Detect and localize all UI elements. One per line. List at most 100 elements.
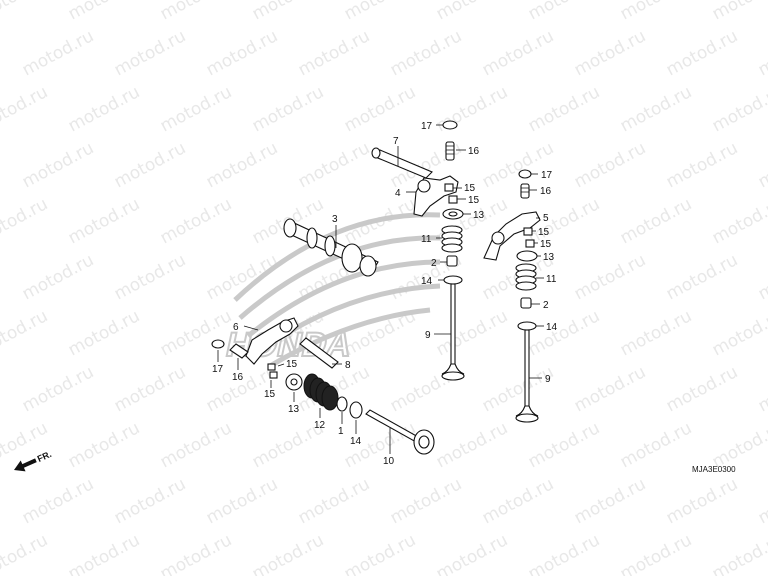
callout-12: 12 <box>314 420 326 431</box>
callout-1: 1 <box>338 426 344 437</box>
watermark-text: motod.ru <box>341 82 419 136</box>
part-17-nut[interactable] <box>518 169 532 179</box>
diagram-code: MJA3E0300 <box>692 465 736 474</box>
callout-7: 7 <box>393 136 399 147</box>
callout-10: 10 <box>383 456 395 467</box>
watermark-text: motod.ru <box>617 306 695 360</box>
part-15-cotter[interactable] <box>523 227 533 236</box>
watermark-text: motod.ru <box>111 362 189 416</box>
part-14-spring-seat[interactable] <box>517 321 537 331</box>
part-11-valve-spring[interactable] <box>441 225 463 253</box>
watermark-text: motod.ru <box>19 26 97 80</box>
watermark-text: motod.ru <box>755 26 768 80</box>
watermark-text: motod.ru <box>0 82 51 136</box>
watermark-text: motod.ru <box>295 26 373 80</box>
part-11-valve-spring[interactable] <box>515 263 537 291</box>
callout-2: 2 <box>543 300 549 311</box>
watermark-text: motod.ru <box>525 0 603 24</box>
watermark-text: motod.ru <box>65 530 143 576</box>
part-2-stem-seal[interactable] <box>446 255 458 267</box>
watermark-text: motod.ru <box>0 306 51 360</box>
callout-15: 15 <box>538 227 550 238</box>
callout-14: 14 <box>350 436 362 447</box>
part-15-cotter[interactable] <box>267 363 276 371</box>
part-9-valve[interactable] <box>441 283 465 381</box>
watermark-text: motod.ru <box>525 306 603 360</box>
watermark-text: motod.ru <box>617 418 695 472</box>
watermark-text: motod.ru <box>571 362 649 416</box>
part-2-stem-seal[interactable] <box>520 297 532 309</box>
watermark-text: motod.ru <box>19 362 97 416</box>
watermark-text: motod.ru <box>571 250 649 304</box>
callout-13: 13 <box>543 252 555 263</box>
watermark-text: motod.ru <box>663 250 741 304</box>
watermark-text: motod.ru <box>65 82 143 136</box>
watermark-text: motod.ru <box>295 138 373 192</box>
watermark-text: motod.ru <box>111 138 189 192</box>
part-14-spring-seat[interactable] <box>349 401 363 419</box>
watermark-text: motod.ru <box>0 194 51 248</box>
callout-14: 14 <box>546 322 558 333</box>
part-10-valve[interactable] <box>365 409 435 455</box>
part-8-rocker-shaft[interactable] <box>299 337 339 369</box>
part-17-nut[interactable] <box>211 339 225 349</box>
watermark-text: motod.ru <box>663 362 741 416</box>
cylinder-a-parts <box>371 120 465 381</box>
callout-11: 11 <box>546 274 557 285</box>
watermark-text: motod.ru <box>19 474 97 528</box>
watermark-text: motod.ru <box>19 138 97 192</box>
part-16-screw[interactable] <box>229 343 249 359</box>
front-arrow-icon <box>14 458 37 472</box>
watermark-text: motod.ru <box>157 306 235 360</box>
watermark-text: motod.ru <box>433 0 511 24</box>
watermark-text: motod.ru <box>387 474 465 528</box>
watermark-text: motod.ru <box>479 26 557 80</box>
callout-16: 16 <box>540 186 552 197</box>
part-13-retainer[interactable] <box>516 250 538 262</box>
part-15-cotter[interactable] <box>525 239 535 248</box>
part-9-valve[interactable] <box>515 329 539 423</box>
watermark-text: motod.ru <box>709 306 768 360</box>
watermark-text: motod.ru <box>755 138 768 192</box>
part-16-screw[interactable] <box>520 183 530 199</box>
part-15-cotter[interactable] <box>444 183 454 192</box>
watermark-text: motod.ru <box>111 250 189 304</box>
watermark-text: motod.ru <box>617 194 695 248</box>
part-14-spring-seat[interactable] <box>443 275 463 285</box>
watermark-text: motod.ru <box>19 250 97 304</box>
watermark-text: motod.ru <box>157 82 235 136</box>
callout-14: 14 <box>421 276 433 287</box>
callout-13: 13 <box>473 210 485 221</box>
part-16-screw[interactable] <box>445 141 455 161</box>
callout-3: 3 <box>332 214 338 225</box>
watermark-text: motod.ru <box>157 0 235 24</box>
cylinder-c-parts <box>211 317 435 455</box>
watermark-text: motod.ru <box>479 362 557 416</box>
watermark-text: motod.ru <box>387 26 465 80</box>
callout-6: 6 <box>233 322 239 333</box>
part-5-rocker-arm[interactable] <box>483 211 541 261</box>
part-1-stem-seal[interactable] <box>336 396 348 412</box>
callout-17: 17 <box>421 121 433 132</box>
watermark-text: motod.ru <box>617 82 695 136</box>
part-15-cotter[interactable] <box>269 371 278 379</box>
part-12-valve-spring[interactable] <box>303 373 339 411</box>
part-3-camshaft[interactable] <box>283 218 379 277</box>
watermark-text: motod.ru <box>203 26 281 80</box>
callout-9: 9 <box>425 330 431 341</box>
watermark-text: motod.ru <box>249 0 327 24</box>
callout-15: 15 <box>286 359 298 370</box>
watermark-text: motod.ru <box>65 418 143 472</box>
watermark-text: motod.ru <box>571 26 649 80</box>
watermark-text: motod.ru <box>157 530 235 576</box>
watermark-text: motod.ru <box>525 418 603 472</box>
part-15-cotter[interactable] <box>448 195 458 204</box>
watermark-text: motod.ru <box>203 474 281 528</box>
callout-4: 4 <box>395 188 401 199</box>
watermark-text: motod.ru <box>203 138 281 192</box>
callout-16: 16 <box>232 372 244 383</box>
watermark-text: motod.ru <box>157 418 235 472</box>
watermark-text: motod.ru <box>663 138 741 192</box>
part-17-nut[interactable] <box>442 120 458 130</box>
